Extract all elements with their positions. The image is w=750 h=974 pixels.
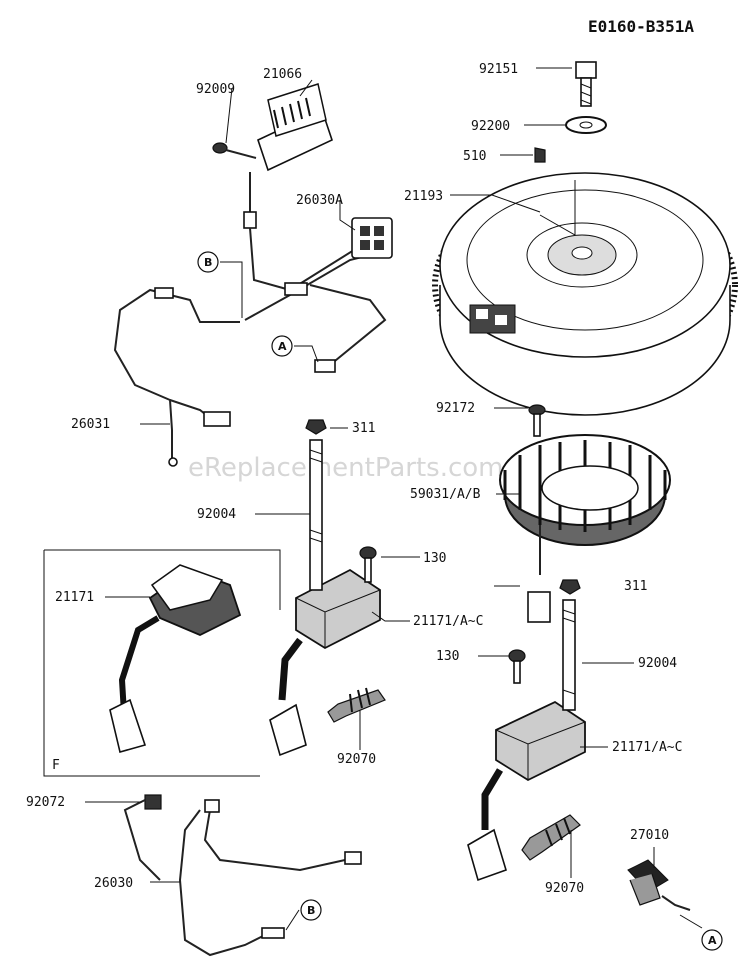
- label-21171: 21171: [55, 590, 94, 605]
- nut-311-right[interactable]: [559, 579, 581, 595]
- connector-b-top: B: [197, 251, 219, 273]
- label-92009: 92009: [196, 82, 235, 97]
- watermark: eReplacementParts.com: [188, 453, 504, 483]
- label-21171AC-right: 21171/A~C: [612, 740, 682, 755]
- connector-a-top-label: A: [278, 340, 287, 353]
- spark-plug-92070-left[interactable]: [327, 687, 386, 723]
- bolt-92151[interactable]: [575, 61, 597, 107]
- harness-26030A[interactable]: [244, 217, 393, 373]
- stud-92004-left[interactable]: [309, 439, 323, 591]
- label-21066: 21066: [263, 67, 302, 82]
- nut-311-left[interactable]: [305, 419, 327, 435]
- stud-92004-right[interactable]: [562, 599, 576, 711]
- connector-b-bottom: B: [300, 899, 322, 921]
- screw-92172[interactable]: [528, 404, 546, 437]
- spark-plug-92070-right[interactable]: [521, 814, 581, 861]
- regulator-21066[interactable]: [243, 83, 333, 229]
- label-92070-right: 92070: [545, 881, 584, 896]
- switch-27010[interactable]: [627, 859, 691, 911]
- connector-a-bottom: A: [701, 929, 723, 951]
- key-510[interactable]: [534, 147, 546, 163]
- connector-a-bottom-label: A: [708, 934, 717, 947]
- label-26030A: 26030A: [296, 193, 343, 208]
- label-21193: 21193: [404, 189, 443, 204]
- label-27010: 27010: [630, 828, 669, 843]
- inset-label: F: [52, 758, 60, 773]
- connector-b-top-label: B: [204, 256, 212, 269]
- connector-a-top: A: [271, 335, 293, 357]
- label-311-top: 311: [352, 421, 375, 436]
- label-26031: 26031: [71, 417, 110, 432]
- cap-92072[interactable]: [123, 794, 162, 881]
- label-92070-left: 92070: [337, 752, 376, 767]
- label-26030: 26030: [94, 876, 133, 891]
- label-130-right: 130: [436, 649, 459, 664]
- washer-92200[interactable]: [565, 116, 607, 134]
- label-92004-left: 92004: [197, 507, 236, 522]
- callout-labels: 92151 92200 510 21193 92009 21066 26030A…: [26, 62, 682, 896]
- leader-lines: [85, 67, 703, 931]
- flywheel[interactable]: [432, 172, 738, 416]
- inset-box: F: [43, 549, 281, 777]
- bolt-130-left[interactable]: [359, 546, 377, 583]
- ignition-coil-right[interactable]: [467, 700, 586, 882]
- ignition-coil-left[interactable]: [269, 568, 381, 757]
- bolt-130-right[interactable]: [508, 649, 526, 684]
- ignition-coil-inset[interactable]: [109, 564, 242, 753]
- screw-92009[interactable]: [212, 142, 257, 159]
- label-311-right: 311: [624, 579, 647, 594]
- label-92172: 92172: [436, 401, 475, 416]
- harness-26031[interactable]: [113, 287, 240, 467]
- label-92151: 92151: [479, 62, 518, 77]
- label-21171AC-left: 21171/A~C: [413, 614, 483, 629]
- harness-26030[interactable]: [178, 799, 362, 957]
- stator-connector[interactable]: [527, 591, 551, 623]
- label-510: 510: [463, 149, 486, 164]
- label-130-left: 130: [423, 551, 446, 566]
- label-92072: 92072: [26, 795, 65, 810]
- label-59031: 59031/A/B: [410, 487, 481, 502]
- connector-b-bottom-label: B: [307, 904, 315, 917]
- stator-59031[interactable]: [499, 434, 671, 575]
- label-92200: 92200: [471, 119, 510, 134]
- diagram-code: E0160-B351A: [588, 17, 694, 36]
- label-92004-right: 92004: [638, 656, 677, 671]
